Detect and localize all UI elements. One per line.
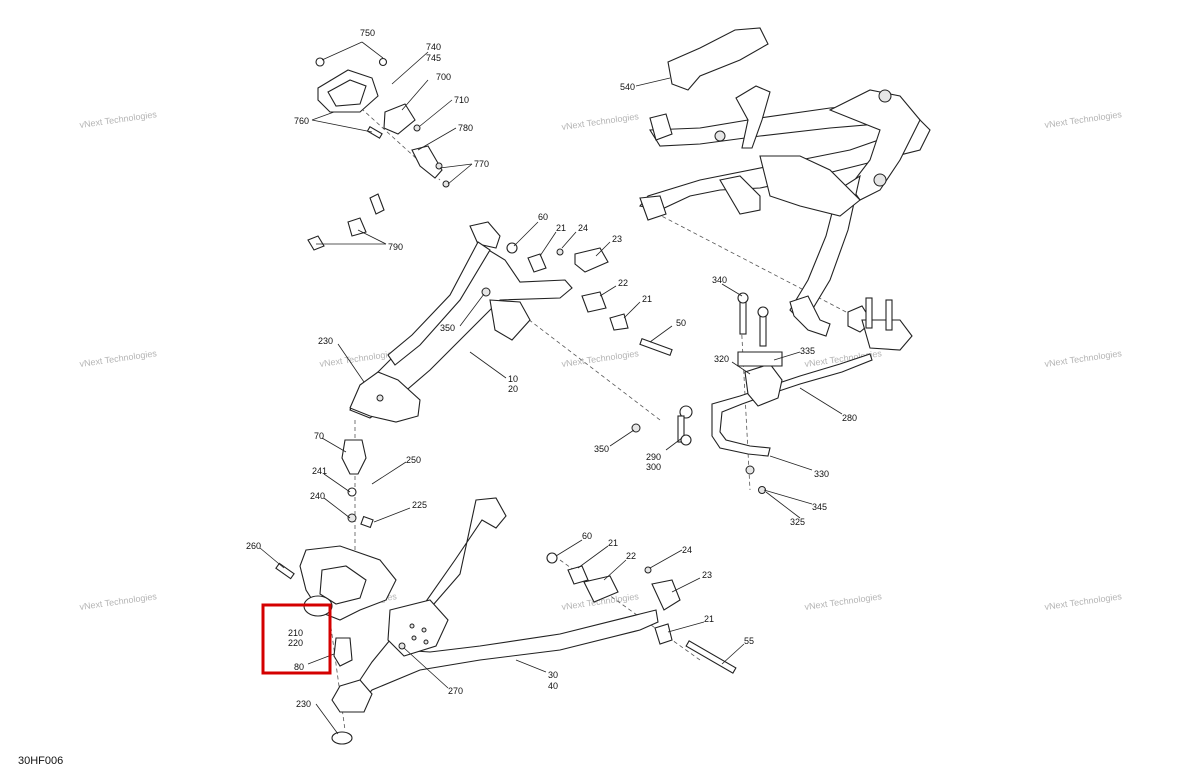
callout-40: 40 — [548, 681, 558, 691]
callout-50: 50 — [676, 318, 686, 328]
callout-21: 21 — [608, 538, 618, 548]
callout-22: 22 — [626, 551, 636, 561]
callout-780: 780 — [458, 123, 473, 133]
callout-30: 30 — [548, 670, 558, 680]
callout-300: 300 — [646, 462, 661, 472]
sway-link — [631, 405, 693, 446]
callout-270: 270 — [448, 686, 463, 696]
watermark: vNext Technologies — [79, 348, 158, 369]
callout-540: 540 — [620, 82, 635, 92]
callout-21: 21 — [642, 294, 652, 304]
callout-60: 60 — [582, 531, 592, 541]
callout-345: 345 — [812, 502, 827, 512]
callout-240: 240 — [310, 491, 325, 501]
watermark: vNext Technologies — [1044, 348, 1123, 369]
watermark: vNext Technologies — [79, 109, 158, 130]
callout-21: 21 — [704, 614, 714, 624]
callout-750: 750 — [360, 28, 375, 38]
callout-740: 740 — [426, 42, 441, 52]
callout-770: 770 — [474, 159, 489, 169]
callout-280: 280 — [842, 413, 857, 423]
callout-60: 60 — [538, 212, 548, 222]
watermarks: vNext Technologies vNext Technologies vN… — [79, 109, 1123, 612]
callout-20: 20 — [508, 384, 518, 394]
watermark: vNext Technologies — [561, 111, 640, 132]
callout-241: 241 — [312, 466, 327, 476]
callout-350: 350 — [440, 323, 455, 333]
callout-710: 710 — [454, 95, 469, 105]
callout-22: 22 — [618, 278, 628, 288]
callout-325: 325 — [790, 517, 805, 527]
upper-hardware — [506, 242, 673, 356]
upper-mount-assembly — [315, 57, 450, 188]
callout-230: 230 — [296, 699, 311, 709]
callout-700: 700 — [436, 72, 451, 82]
callout-labels: 750 740 745 700 710 760 780 770 790 540 … — [246, 28, 857, 709]
callout-350: 350 — [594, 444, 609, 454]
callout-225: 225 — [412, 500, 427, 510]
callout-24: 24 — [578, 223, 588, 233]
callout-21: 21 — [556, 223, 566, 233]
callout-260: 260 — [246, 541, 261, 551]
callout-330: 330 — [814, 469, 829, 479]
callout-790: 790 — [388, 242, 403, 252]
lower-a-arm — [331, 497, 659, 745]
callout-340: 340 — [712, 275, 727, 285]
callout-745: 745 — [426, 53, 441, 63]
frame-assembly — [639, 27, 931, 351]
callout-230: 230 — [318, 336, 333, 346]
watermark: vNext Technologies — [804, 591, 883, 612]
callout-10: 10 — [508, 374, 518, 384]
callout-55: 55 — [744, 636, 754, 646]
watermark: vNext Technologies — [1044, 109, 1123, 130]
callout-70: 70 — [314, 431, 324, 441]
watermark: vNext Technologies — [561, 348, 640, 369]
watermark: vNext Technologies — [79, 591, 158, 612]
callout-210: 210 — [288, 628, 303, 638]
leader-lines — [259, 41, 843, 735]
callout-290: 290 — [646, 452, 661, 462]
callout-250: 250 — [406, 455, 421, 465]
clip-assembly — [307, 193, 385, 251]
callout-80: 80 — [294, 662, 304, 672]
callout-24: 24 — [682, 545, 692, 555]
knuckle-assembly — [275, 439, 397, 667]
lower-hardware — [546, 552, 737, 674]
callout-320: 320 — [714, 354, 729, 364]
diagram-code: 30HF006 — [18, 755, 64, 767]
callout-335: 335 — [800, 346, 815, 356]
callout-220: 220 — [288, 638, 303, 648]
callout-23: 23 — [612, 234, 622, 244]
upper-a-arm — [349, 221, 573, 423]
highlight-box — [261, 603, 332, 675]
callout-760: 760 — [294, 116, 309, 126]
callout-23: 23 — [702, 570, 712, 580]
watermark: vNext Technologies — [1044, 591, 1123, 612]
